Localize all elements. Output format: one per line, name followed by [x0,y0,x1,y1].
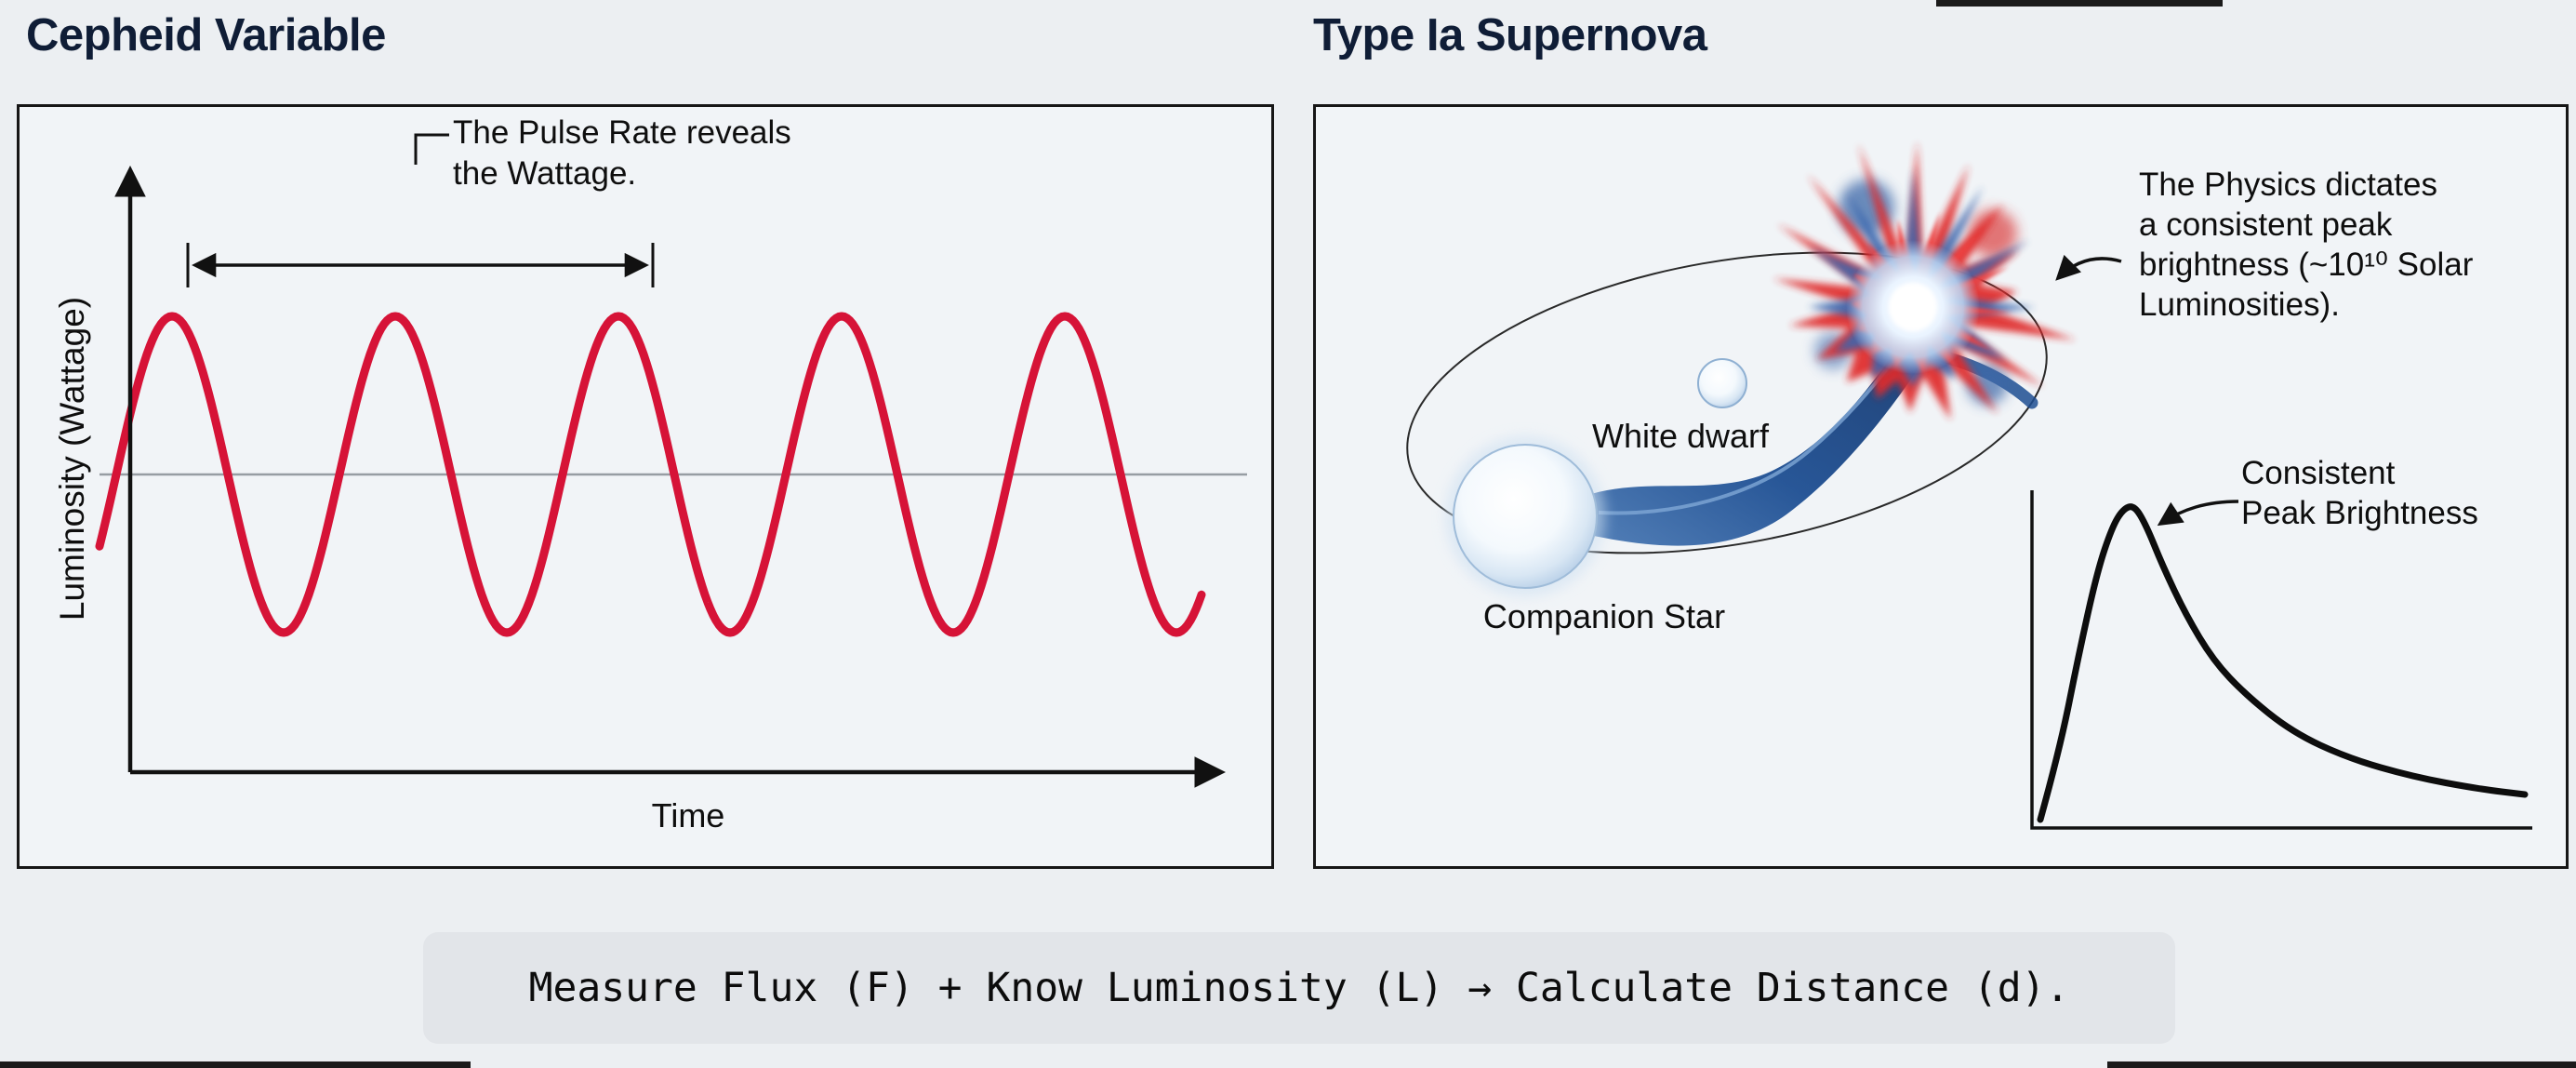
accretion-stream [1589,341,1924,546]
formula-bar: Measure Flux (F) + Know Luminosity (L) →… [423,932,2175,1044]
explosion-blue-blob-bottom [1967,364,2008,405]
physics-annotation: The Physics dictates a consistent peak b… [2139,165,2473,325]
explosion-red-blob [1969,209,2017,258]
white-dwarf-label: White dwarf [1591,417,1770,455]
cepheid-wave-path [95,312,1206,637]
physics-annotation-line4: Luminosities). [2139,287,2340,323]
companion-star [1453,444,1598,589]
physics-annotation-line3: brightness (~10¹⁰ Solar [2139,247,2474,283]
white-dwarf-star [1697,358,1747,408]
cepheid-title: Cepheid Variable [26,10,386,60]
cepheid-annotation-line2: the Wattage. [453,155,637,192]
explosion-core [1889,283,1937,331]
orbit-ellipse [1406,251,2048,554]
explosion [1773,140,2077,421]
supernova-illustration [1406,140,2532,830]
supernova-panel: White dwarf Companion Star The Physics d… [1313,104,2569,869]
supernova-title: Type Ia Supernova [1313,10,1707,60]
cepheid-plot [95,133,1247,788]
peak-brightness-label: Consistent Peak Brightness [2241,453,2478,533]
y-axis-label: Luminosity (Wattage) [53,296,91,621]
companion-star-label: Companion Star [1482,597,1726,635]
screen-edge-artifact-top [1936,0,2223,7]
peak-brightness-label-line2: Peak Brightness [2241,495,2478,531]
lightcurve-axes [2030,490,2532,830]
distance-formula-text: Measure Flux (F) + Know Luminosity (L) →… [528,965,2070,1011]
screen-edge-artifact-bottom-right [2107,1061,2576,1068]
cepheid-annotation-line1: The Pulse Rate reveals [453,114,791,151]
physics-annotation-arrow [2055,254,2122,281]
peak-label-arrow [2157,500,2239,527]
cepheid-panel: The Pulse Rate reveals the Wattage. Lumi… [17,104,1274,869]
screen-edge-artifact-bottom-left [0,1061,471,1068]
accretion-stream-highlight [1598,351,1902,515]
peak-brightness-label-line1: Consistent [2241,455,2396,491]
annotation-leader-line [414,133,449,165]
lightcurve-path [2037,503,2529,823]
physics-annotation-line1: The Physics dictates [2139,167,2437,203]
x-axis-label: Time [651,796,725,834]
physics-annotation-line2: a consistent peak [2139,207,2393,243]
cepheid-annotation: The Pulse Rate reveals the Wattage. [453,113,791,194]
